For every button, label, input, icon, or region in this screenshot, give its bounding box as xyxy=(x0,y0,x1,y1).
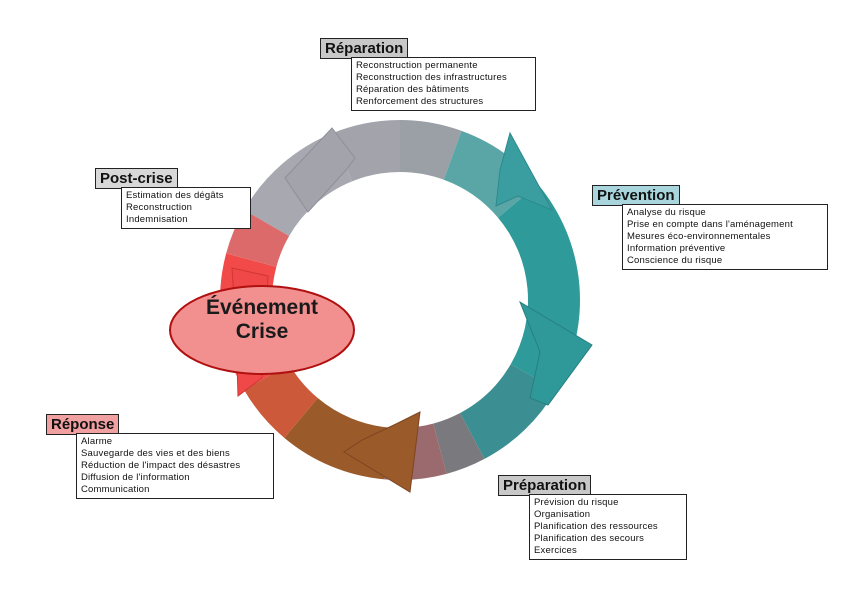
ring-segment-grey-dark xyxy=(433,413,485,474)
arrow-head-reparation xyxy=(284,127,356,213)
arrow-head-reponse xyxy=(343,411,421,493)
list-item: Communication xyxy=(81,484,150,495)
list-item: Prise en compte dans l'aménagement xyxy=(627,219,793,230)
list-item: Exercices xyxy=(534,545,577,556)
arrow-head-prevention xyxy=(495,131,554,211)
list-item: Analyse du risque xyxy=(627,207,706,218)
phase-title-reparation: Réparation xyxy=(320,38,409,59)
event-ellipse xyxy=(169,285,355,375)
list-item: Reconstruction des infrastructures xyxy=(356,72,507,83)
list-item: Prévision du risque xyxy=(534,497,619,508)
list-item: Planification des ressources xyxy=(534,521,658,532)
list-item: Conscience du risque xyxy=(627,255,723,266)
phase-title-preparation: Préparation xyxy=(498,475,592,496)
phase-items-reponse: Alarme Sauvegarde des vies et des biens … xyxy=(76,433,274,499)
phase-preparation: Préparation xyxy=(498,475,592,496)
phase-reponse: Réponse xyxy=(46,414,120,435)
phase-items-prevention: Analyse du risque Prise en compte dans l… xyxy=(622,204,828,270)
phase-post-crise: Post-crise xyxy=(95,168,178,189)
phase-items-post-crise: Estimation des dégâts Reconstruction Ind… xyxy=(121,187,251,229)
arrow-head-preparation xyxy=(518,300,593,406)
phase-items-preparation: Prévision du risque Organisation Planifi… xyxy=(529,494,687,560)
ring-segment-grey-teal xyxy=(400,120,462,180)
list-item: Renforcement des structures xyxy=(356,96,484,107)
phase-title-prevention: Prévention xyxy=(592,185,680,206)
phase-items-reparation: Reconstruction permanente Reconstruction… xyxy=(351,57,536,111)
event-line-1: Événement xyxy=(205,296,319,319)
list-item: Réparation des bâtiments xyxy=(356,84,470,95)
phase-prevention: Prévention xyxy=(592,185,680,206)
list-item: Mesures éco-environnementales xyxy=(627,231,771,242)
phase-title-post-crise: Post-crise xyxy=(95,168,178,189)
list-item: Estimation des dégâts xyxy=(126,190,224,201)
list-item: Planification des secours xyxy=(534,533,645,544)
ring-segment-orange xyxy=(244,364,318,438)
event-label: Événement Crise xyxy=(200,296,324,344)
phase-reparation: Réparation xyxy=(320,38,409,59)
list-item: Reconstruction permanente xyxy=(356,60,478,71)
list-item: Reconstruction xyxy=(126,202,193,213)
list-item: Information préventive xyxy=(627,243,726,254)
event-line-2: Crise xyxy=(235,320,289,343)
list-item: Alarme xyxy=(81,436,113,447)
list-item: Sauvegarde des vies et des biens xyxy=(81,448,230,459)
list-item: Réduction de l'impact des désastres xyxy=(81,460,241,471)
list-item: Indemnisation xyxy=(126,214,188,225)
list-item: Diffusion de l'information xyxy=(81,472,190,483)
phase-title-reponse: Réponse xyxy=(46,414,120,435)
list-item: Organisation xyxy=(534,509,591,520)
